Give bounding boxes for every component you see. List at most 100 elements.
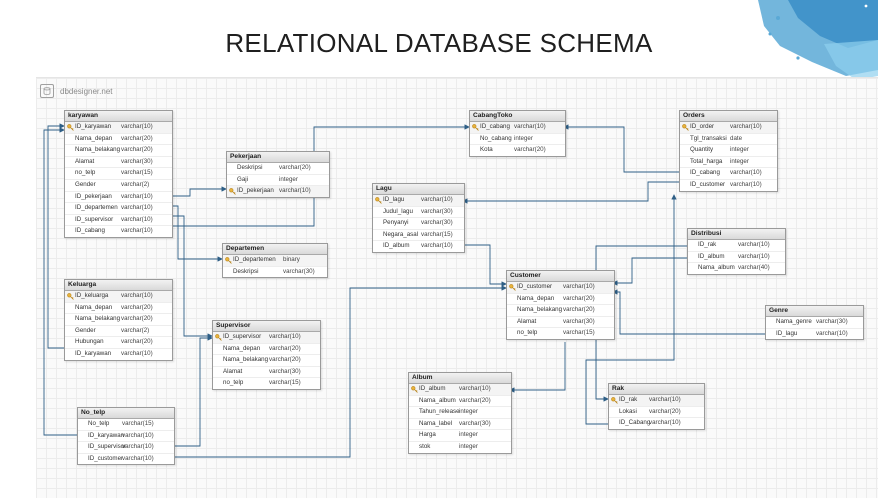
table-header[interactable]: Customer	[507, 271, 614, 282]
table-header[interactable]: Supervisor	[213, 321, 320, 332]
field-type: varchar(10)	[121, 227, 153, 235]
table-header[interactable]: Orders	[680, 111, 777, 122]
field-type: varchar(20)	[121, 315, 153, 323]
table-header[interactable]: Lagu	[373, 184, 464, 195]
field-name: Deskripsi	[237, 164, 263, 171]
field-name: ID_customer	[517, 283, 553, 290]
field-name: Nama_belakang	[223, 356, 269, 364]
table-header[interactable]: CabangToko	[470, 111, 565, 122]
field-type: varchar(30)	[459, 419, 491, 427]
table-header[interactable]: Genre	[766, 306, 863, 317]
field-type: varchar(20)	[514, 146, 546, 154]
table-header[interactable]: Departemen	[223, 244, 327, 255]
field-name: Negara_asal	[383, 230, 419, 238]
table-header[interactable]: Distribusi	[688, 229, 785, 240]
field-name: ID_rak	[619, 396, 638, 403]
table-header[interactable]: Pekerjaan	[227, 152, 329, 163]
table-header[interactable]: No_telp	[78, 408, 174, 419]
table-header[interactable]: Album	[409, 373, 511, 384]
table-header[interactable]: Rak	[609, 384, 704, 395]
table-header[interactable]: Keluarga	[65, 280, 172, 291]
table-header[interactable]: karyawan	[65, 111, 172, 122]
